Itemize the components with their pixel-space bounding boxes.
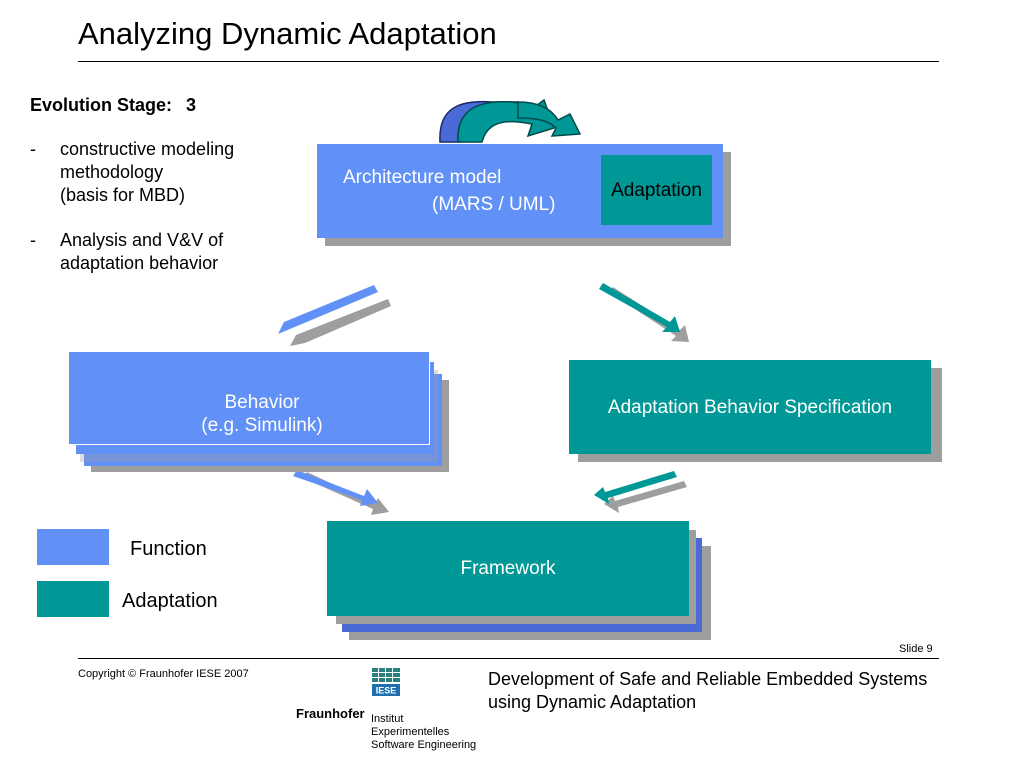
arrow-behavior-to-framework [293,470,378,506]
framework-label: Framework [460,558,556,579]
adaptation-inner-box: Adaptation [601,155,712,225]
arrow-spec-to-framework [594,471,677,504]
institute-line-3: Software Engineering [371,739,477,751]
legend-function-swatch [37,529,109,565]
arrow-to-adaptation-spec [599,283,680,332]
legend-adaptation-swatch [37,581,109,617]
slide-number: Slide 9 [899,643,933,655]
adaptation-spec-label: Adaptation Behavior Specification [607,396,893,418]
iese-badge-text: IESE [376,686,397,696]
evolution-stage-label: Evolution Stage: [30,95,173,115]
evolution-stage-number: 3 [186,95,197,115]
bullet-1-line-1: constructive modeling [60,139,235,159]
behavior-box [68,351,430,445]
bullet-1-line-3: (basis for MBD) [60,185,186,205]
copyright-text: Copyright © Fraunhofer IESE 2007 [78,668,249,680]
evolution-stage: Evolution Stage: 3 [30,95,196,116]
iese-logo-icon: IESE [371,667,401,697]
behavior-label: Behavior [224,392,300,413]
cycle-arrow-icon [439,98,582,143]
institute-name: Institut Experimentelles Software Engine… [371,713,476,752]
bullet-2-line-1: Analysis and V&V of [60,230,224,250]
slide-title: Analyzing Dynamic Adaptation [78,16,497,51]
fraunhofer-brand: Fraunhofer [296,706,365,721]
institute-line-2: Experimentelles [371,726,450,738]
legend-adaptation-label: Adaptation [122,590,218,612]
footer-title-line-1: Development of Safe and Reliable Embedde… [488,669,928,689]
institute-line-1: Institut [371,713,404,725]
arrow-shadow [604,481,687,513]
architecture-model-sublabel: (MARS / UML) [432,194,556,215]
footer-divider [78,658,939,659]
framework-box: Framework [327,521,689,616]
arrow-shadow [290,299,391,346]
legend-function-label: Function [130,538,207,560]
title-divider [78,61,939,62]
adaptation-spec-box: Adaptation Behavior Specification [569,360,931,454]
bullet-dash: - [30,230,36,250]
architecture-model-label: Architecture model [343,167,502,188]
bullet-1-line-2: methodology [60,162,164,182]
footer-title-line-2: using Dynamic Adaptation [488,692,697,712]
bullet-dash: - [30,139,36,159]
behavior-sublabel: (e.g. Simulink) [201,415,323,436]
bullet-2-line-2: adaptation behavior [60,253,219,273]
adaptation-inner-label: Adaptation [611,179,702,201]
arrow-to-behavior [278,285,378,334]
behavior-label-group: Behavior (e.g. Simulink) [68,391,456,437]
footer-title: Development of Safe and Reliable Embedde… [488,668,927,714]
